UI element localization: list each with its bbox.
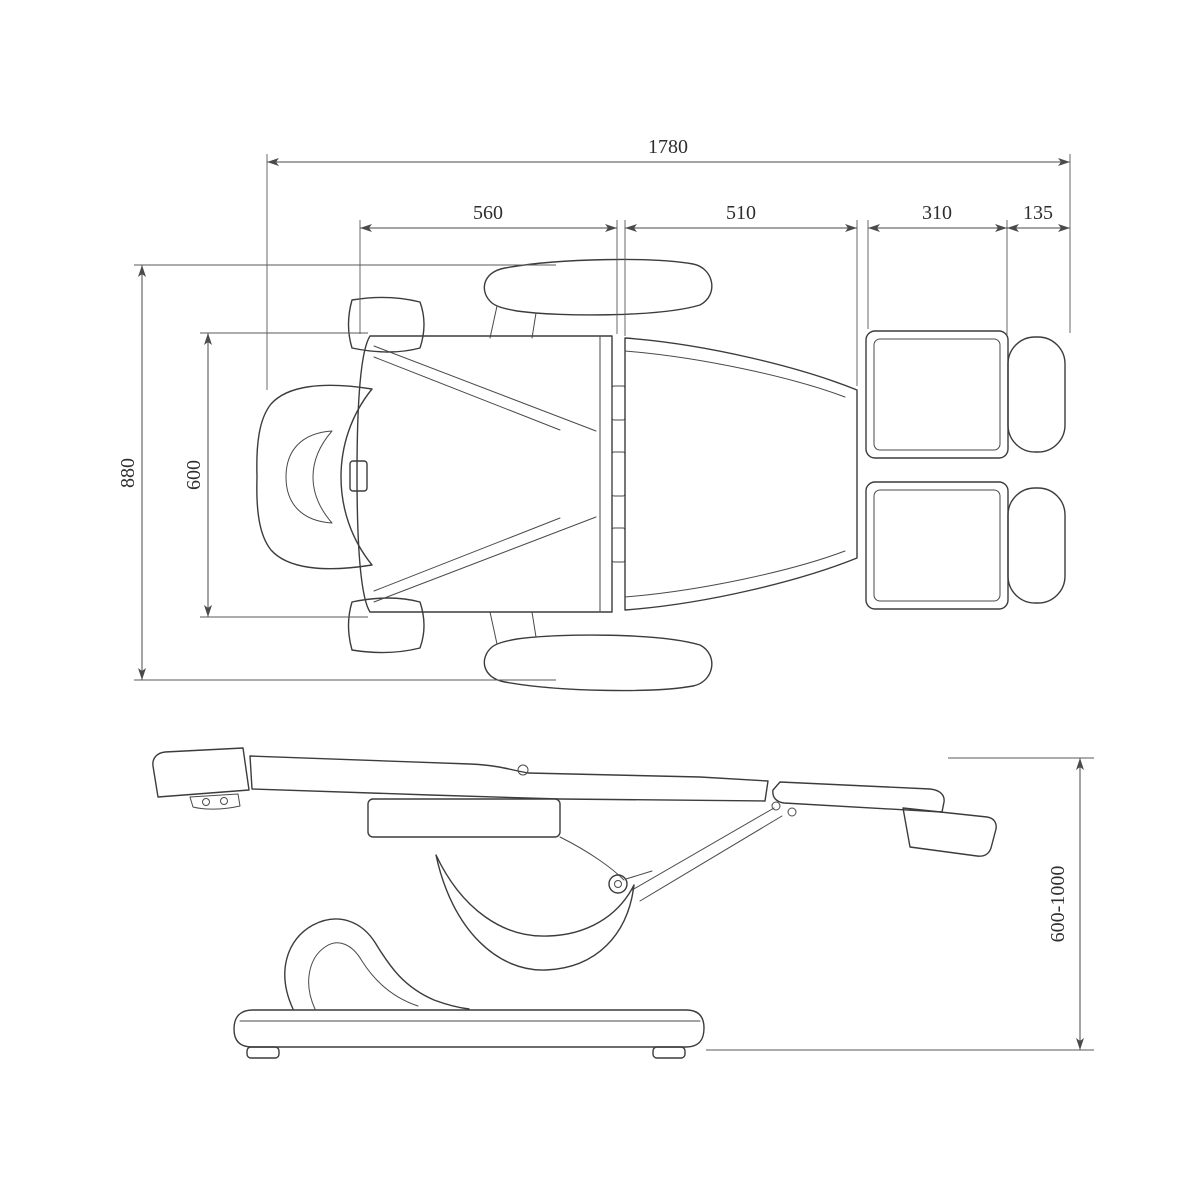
dim-label-legrest-section: 310 (922, 202, 952, 224)
legrest-lower (865, 481, 1009, 610)
armrest-bottom-stem (489, 611, 537, 645)
headrest-clamp-knob-1 (202, 798, 210, 806)
legrest-upper (865, 330, 1009, 459)
top-view-dimensions: 1780 560 510 310 135 880 600 (117, 136, 1071, 681)
legrest-side (772, 781, 945, 813)
dim-label-overall-length: 1780 (648, 136, 688, 158)
tilt-handle (625, 870, 653, 880)
dim-label-backrest-section: 560 (473, 202, 503, 224)
footrest-lower (1007, 487, 1066, 604)
legrest-hinge-pin-1 (771, 801, 781, 811)
seat-pan-curve (559, 836, 625, 881)
headrest-inner-pad (285, 430, 333, 524)
pedestal (284, 918, 470, 1010)
dim-label-seat-width: 600 (183, 460, 205, 490)
side-view-dimensions: 600-1000 (706, 757, 1094, 1051)
hinge-brackets (611, 385, 626, 563)
dim-label-height-range: 600-1000 (1047, 866, 1069, 943)
foot-left (246, 1046, 280, 1059)
backrest (356, 335, 613, 613)
headrest-knob (349, 460, 368, 492)
backrest-cushion-inner-lines (373, 356, 561, 592)
tilt-pivot-center (614, 880, 622, 888)
dim-label-footrest-section: 135 (1023, 202, 1053, 224)
legrest-upper-inner (873, 338, 1001, 451)
headrest (256, 384, 373, 570)
hinge-bracket-top (611, 385, 626, 421)
legrest-hinge-pin-2 (787, 807, 797, 817)
armrest-mount-bottom (347, 597, 425, 654)
side-view (152, 747, 997, 1059)
backrest-cushion-lines (373, 345, 597, 603)
footrest-upper (1007, 336, 1066, 453)
extension-lines-vertical-dims (134, 264, 556, 681)
hinge-bracket-bottom (611, 527, 626, 563)
dim-label-seat-section: 510 (726, 202, 756, 224)
backrest-seat-side (249, 755, 769, 802)
top-view (256, 258, 1066, 692)
actuator-arm (631, 807, 783, 902)
base (233, 1009, 705, 1048)
headrest-clamp (189, 793, 241, 810)
extension-lines-horizontal-dims (266, 154, 1071, 390)
hinge-bracket-mid (611, 451, 626, 497)
headrest-side (152, 747, 250, 798)
dim-label-overall-width: 880 (117, 458, 139, 488)
armrest-mount-top (347, 296, 425, 353)
headrest-clamp-knob-2 (220, 797, 228, 805)
under-seat-tray (367, 798, 561, 838)
seat-cushion-lines (624, 350, 846, 598)
foot-right (652, 1046, 686, 1059)
seat-knob-side (517, 764, 529, 776)
armrest-bottom (483, 634, 713, 692)
pedestal-inner-line (308, 942, 419, 1010)
extension-lines-height (706, 757, 1094, 1051)
seat-cradle (435, 854, 635, 971)
footrest-side (902, 807, 997, 857)
tilt-pivot (608, 874, 628, 894)
armrest-top (483, 258, 713, 316)
armrest-top-stem (489, 305, 537, 339)
seat (624, 337, 858, 611)
legrest-lower-inner (873, 489, 1001, 602)
